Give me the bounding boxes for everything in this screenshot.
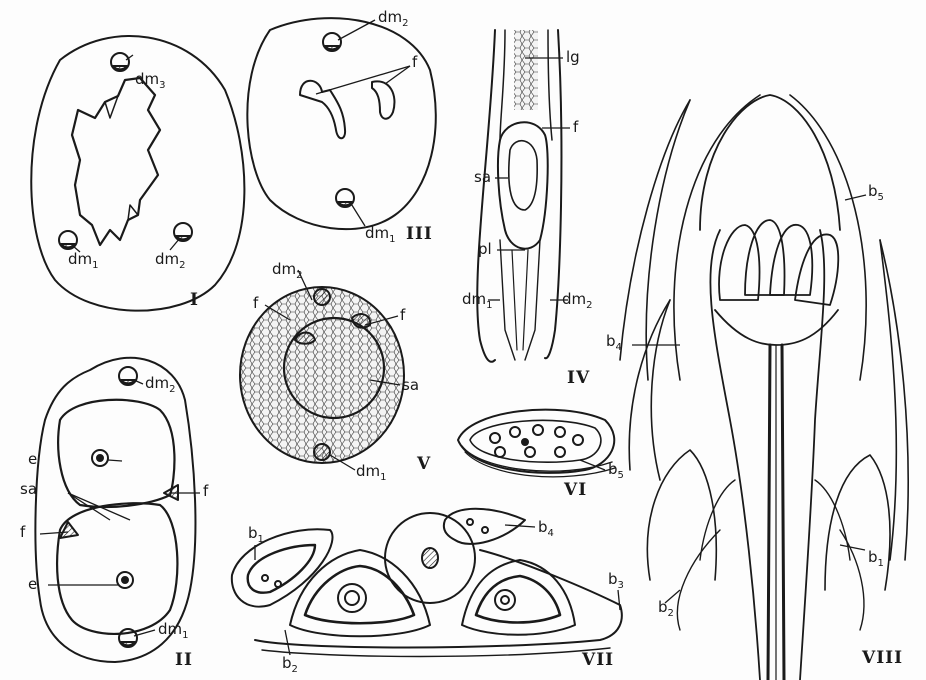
label-dm2-panel-i: dm2 xyxy=(155,252,186,267)
label-b4-panel-viii: b4 xyxy=(606,334,622,349)
label-f-left-panel-ii: f xyxy=(20,525,25,540)
label-dm2-panel-v: dm2 xyxy=(272,262,303,277)
label-dm1-panel-iv: dm1 xyxy=(462,292,493,307)
label-lg-panel-iv: lg xyxy=(566,50,580,65)
panel-ii-section xyxy=(35,358,195,662)
panel-label-v: V xyxy=(417,456,431,473)
label-b2-panel-vii: b2 xyxy=(282,656,298,671)
label-b4-panel-vii: b4 xyxy=(538,520,554,535)
panel-label-iv: IV xyxy=(567,370,590,387)
label-e-top-panel-ii: e xyxy=(28,452,37,467)
panel-v-section xyxy=(240,287,404,463)
label-dm1-panel-v: dm1 xyxy=(356,464,387,479)
label-e-bottom-panel-ii: e xyxy=(28,577,37,592)
label-b1-panel-vii: b1 xyxy=(248,526,264,541)
panel-label-vi: VI xyxy=(564,482,587,499)
panel-label-vii: VII xyxy=(582,652,614,669)
label-f-right-panel-v: f xyxy=(400,308,405,323)
label-dm1-panel-i: dm1 xyxy=(68,252,99,267)
label-b2-panel-viii: b2 xyxy=(658,600,674,615)
label-dm1-panel-ii: dm1 xyxy=(158,622,189,637)
label-dm2-panel-iii: dm2 xyxy=(378,10,409,25)
panel-label-iii: III xyxy=(406,226,433,243)
panel-label-viii: VIII xyxy=(862,650,903,667)
label-dm1-panel-iii: dm1 xyxy=(365,226,396,241)
label-f-panel-iii: f xyxy=(412,55,417,70)
label-dm2-panel-iv: dm2 xyxy=(562,292,593,307)
panel-vii-section xyxy=(232,509,622,657)
label-sa-panel-v: sa xyxy=(402,378,419,393)
label-sa-panel-iv: sa xyxy=(474,170,491,185)
label-f-right-panel-ii: f xyxy=(203,484,208,499)
label-b5-panel-viii: b5 xyxy=(868,184,884,199)
label-sa-panel-ii: sa xyxy=(20,482,37,497)
leader-lines xyxy=(40,20,866,655)
panel-label-ii: II xyxy=(175,652,193,669)
panel-vi-section xyxy=(458,410,615,477)
panel-iv-section xyxy=(477,30,561,362)
panel-viii-section xyxy=(620,95,908,680)
label-f-left-panel-v: f xyxy=(253,296,258,311)
label-dm3-panel-i: dm3 xyxy=(135,72,166,87)
label-b5-panel-vi: b5 xyxy=(608,462,624,477)
label-b3-panel-vii: b3 xyxy=(608,572,624,587)
panel-label-i: I xyxy=(190,292,199,309)
label-dm2-panel-ii: dm2 xyxy=(145,376,176,391)
label-f-panel-iv: f xyxy=(573,120,578,135)
panel-iii-section xyxy=(247,18,435,229)
label-pl-panel-iv: pl xyxy=(478,242,492,257)
label-b1-panel-viii: b1 xyxy=(868,550,884,565)
